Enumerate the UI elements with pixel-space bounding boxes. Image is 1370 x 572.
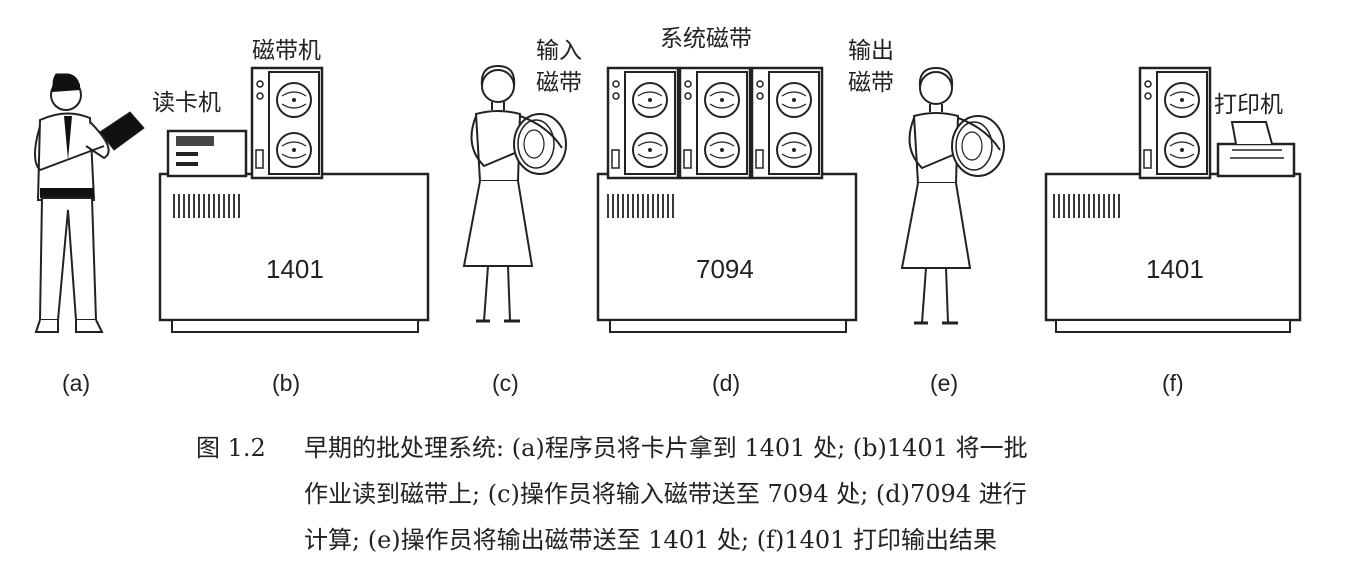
input-tape-label-1: 输入 — [536, 38, 582, 64]
operator-output-tape — [900, 66, 1006, 325]
machine-1401-input — [158, 172, 430, 333]
panel-label-d: (d) — [712, 370, 741, 396]
panel-label-f: (f) — [1162, 370, 1184, 396]
panel-label-c: (c) — [492, 370, 519, 396]
system-tape-2 — [678, 66, 752, 180]
panel-label-b: (b) — [272, 370, 301, 396]
card-reader — [166, 129, 248, 178]
caption-number: 图 1.2 — [196, 434, 266, 462]
tape-drive-f — [1138, 66, 1212, 180]
panel-label-a: (a) — [62, 370, 91, 396]
card-reader-label: 读卡机 — [152, 90, 221, 116]
operator-input-tape — [462, 64, 568, 323]
programmer-figure — [34, 73, 145, 333]
input-tape-label-2: 磁带 — [536, 70, 582, 96]
output-tape-label-2: 磁带 — [848, 70, 894, 96]
caption-line-2: 作业读到磁带上; (c)操作员将输入磁带送至 7094 处; (d)7094 进… — [304, 480, 1027, 508]
system-tape-label: 系统磁带 — [660, 26, 752, 52]
machine-number-d: 7094 — [696, 254, 754, 284]
printer — [1216, 121, 1296, 178]
system-tape-1 — [606, 66, 680, 180]
tape-drive-b — [250, 66, 324, 180]
caption-line-1: 早期的批处理系统: (a)程序员将卡片拿到 1401 处; (b)1401 将一… — [304, 434, 1028, 462]
output-tape-label-1: 输出 — [848, 38, 894, 64]
tape-drive-label: 磁带机 — [252, 38, 321, 64]
printer-label: 打印机 — [1214, 92, 1283, 118]
machine-7094 — [596, 172, 858, 333]
machine-number-b: 1401 — [266, 254, 324, 284]
system-tape-3 — [750, 66, 824, 180]
machine-number-f: 1401 — [1146, 254, 1204, 284]
caption-line-3: 计算; (e)操作员将输出磁带送至 1401 处; (f)1401 打印输出结果 — [304, 526, 998, 554]
machine-1401-output — [1044, 172, 1302, 333]
panel-label-e: (e) — [930, 370, 959, 396]
